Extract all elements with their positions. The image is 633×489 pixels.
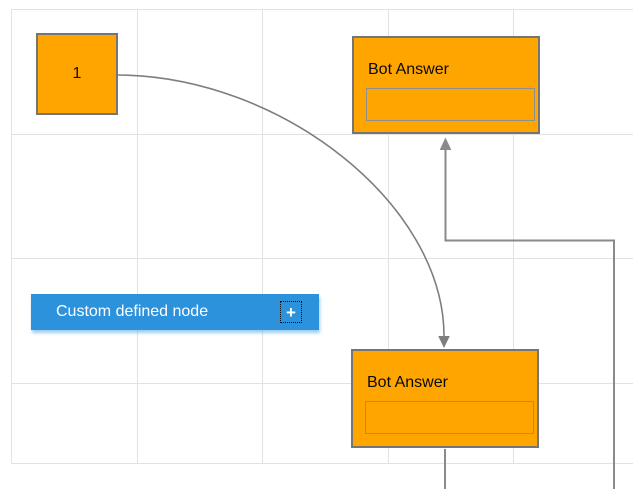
node-custom-defined[interactable]: Custom defined node +: [31, 294, 319, 330]
arrowhead-up-icon[interactable]: [439, 137, 452, 151]
node-start-label: 1: [72, 65, 82, 82]
node-custom-label: Custom defined node: [56, 303, 209, 320]
arrowhead-down-icon[interactable]: [438, 336, 450, 348]
node-bot-answer-bottom[interactable]: Bot Answer: [351, 349, 539, 448]
node-bot-answer-top[interactable]: Bot Answer: [352, 36, 540, 134]
bezier-connector-path[interactable]: [117, 74, 445, 337]
node-text-field[interactable]: [365, 401, 534, 434]
plus-icon[interactable]: +: [280, 301, 302, 323]
orthogonal-connector[interactable]: [439, 137, 615, 489]
node-text-field[interactable]: [366, 88, 535, 121]
node-start[interactable]: 1: [36, 33, 118, 115]
node-title: Bot Answer: [368, 61, 449, 78]
bezier-connector[interactable]: [117, 74, 450, 348]
orthogonal-connector-segment[interactable]: [444, 150, 615, 489]
node-title: Bot Answer: [367, 374, 448, 391]
